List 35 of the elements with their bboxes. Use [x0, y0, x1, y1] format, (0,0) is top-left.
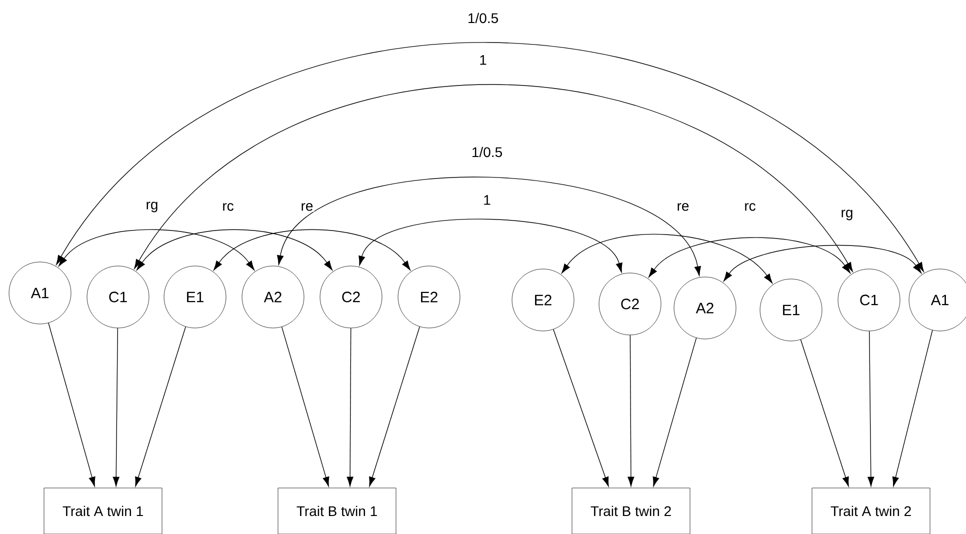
arrow — [112, 328, 120, 486]
arrow — [277, 176, 701, 276]
arrow — [136, 229, 332, 270]
edge-label: 1 — [478, 54, 488, 66]
arrow — [648, 237, 850, 278]
arrow — [892, 330, 933, 486]
arrow — [724, 244, 922, 282]
arrow — [628, 334, 634, 486]
edge-label: re — [676, 202, 690, 212]
arrow — [135, 326, 186, 487]
arrow — [562, 234, 772, 284]
arrow — [281, 326, 330, 487]
trait-box: Trait B twin 2 — [572, 488, 690, 534]
arrow — [652, 338, 697, 487]
arrow — [48, 322, 96, 487]
arrow — [358, 218, 622, 273]
arrow — [369, 326, 420, 487]
edge-label: rc — [221, 202, 235, 212]
edge-label: 1 — [482, 194, 492, 206]
arrow — [868, 330, 874, 486]
edge-label: rc — [743, 202, 757, 212]
arrow — [800, 339, 849, 487]
arrow — [134, 84, 853, 272]
arrow — [553, 329, 609, 487]
edge-label: rg — [144, 200, 160, 214]
arrow — [346, 328, 354, 486]
edge-label: re — [300, 202, 314, 212]
arrow — [58, 229, 254, 270]
edge-label: 1/0.5 — [466, 12, 500, 24]
trait-box: Trait A twin 1 — [44, 488, 162, 534]
trait-box: Trait B twin 1 — [278, 488, 396, 534]
edge-label: 1/0.5 — [470, 146, 504, 158]
arrow — [214, 229, 410, 270]
edge-label: rg — [840, 208, 854, 222]
trait-box: Trait A twin 2 — [812, 488, 930, 534]
